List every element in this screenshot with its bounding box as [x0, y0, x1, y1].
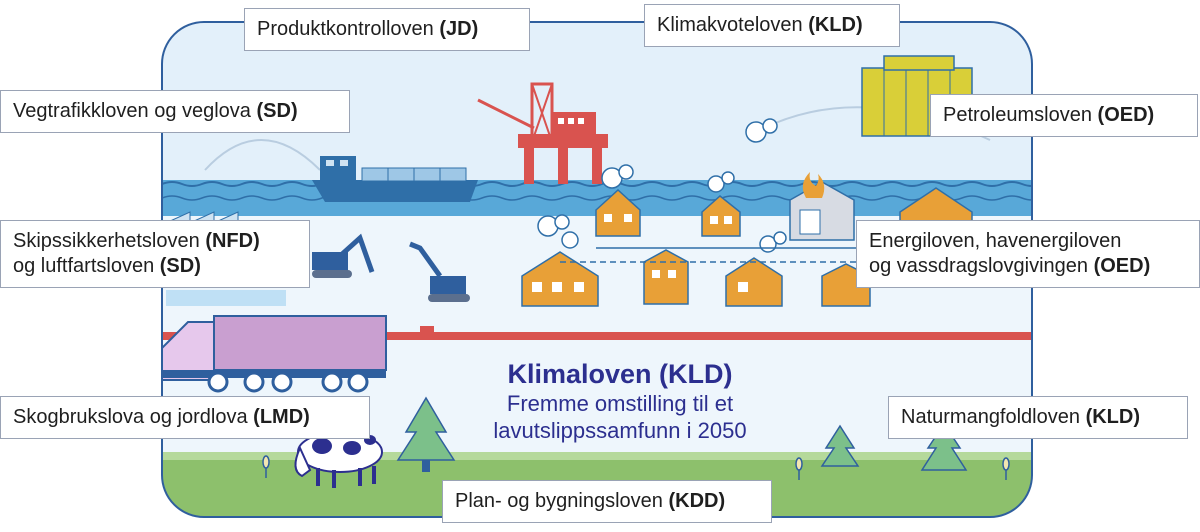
ministry-code: (OED)	[1097, 104, 1155, 126]
power-station	[789, 172, 855, 241]
central-title-block: Klimaloven (KLD) Fremme omstilling til e…	[420, 358, 820, 444]
wheat	[262, 455, 1010, 480]
pipeline-valve	[420, 326, 434, 336]
tree	[396, 396, 456, 472]
label-produktkontrolloven: Produktkontrolloven (JD)	[244, 8, 530, 51]
law-name: Produktkontrolloven	[257, 18, 434, 40]
law-name: Naturmangfoldloven	[901, 406, 1080, 428]
subtitle-line: lavutslippssamfunn i 2050	[493, 418, 747, 443]
grass	[162, 452, 1032, 460]
label-plan-og-bygningsloven: Plan- og bygningsloven (KDD)	[442, 480, 772, 523]
excavator	[312, 233, 375, 278]
oil-platform	[477, 82, 608, 184]
label-naturmangfoldloven: Naturmangfoldloven (KLD)	[888, 396, 1188, 439]
ministry-code: (LMD)	[253, 406, 310, 428]
law-name: og vassdragslovgivingen	[869, 255, 1089, 277]
house	[643, 249, 689, 305]
label-energiloven: Energiloven, havenergiloven og vassdrags…	[856, 220, 1200, 288]
sea-wave	[162, 195, 1032, 201]
tree	[820, 424, 860, 467]
ministry-code: (SD)	[159, 255, 201, 277]
ministry-code: (SD)	[256, 100, 298, 122]
ministry-code: (JD)	[439, 18, 479, 40]
main-title: Klimaloven (KLD)	[507, 359, 733, 389]
tree	[920, 422, 968, 471]
hill-outline	[204, 139, 321, 171]
cargo-ship	[312, 156, 478, 202]
law-name: Energiloven, havenergiloven	[869, 230, 1122, 252]
pipeline	[162, 332, 1032, 340]
label-vegtrafikkloven: Vegtrafikkloven og veglova (SD)	[0, 90, 350, 133]
ministry-code: (KLD)	[808, 14, 863, 36]
excavator	[409, 241, 470, 302]
ministry-code: (NFD)	[205, 230, 260, 252]
subtitle-line: Fremme omstilling til et	[506, 391, 734, 416]
law-name: Vegtrafikkloven og veglova	[13, 100, 251, 122]
house	[595, 188, 641, 237]
label-petroleumsloven: Petroleumsloven (OED)	[930, 94, 1198, 137]
ministry-code: (KLD)	[1085, 406, 1140, 428]
law-name: og luftfartsloven	[13, 255, 155, 277]
house	[725, 257, 783, 307]
law-name: Petroleumsloven	[943, 104, 1092, 126]
house	[701, 195, 741, 237]
ministry-code: (KDD)	[668, 490, 726, 512]
label-skipssikkerhetsloven: Skipssikkerhetsloven (NFD) og luftfartsl…	[0, 220, 310, 288]
law-name: Skogbrukslova og jordlova	[13, 406, 248, 428]
truck	[162, 315, 387, 393]
law-name: Plan- og bygningsloven	[455, 490, 663, 512]
house	[521, 251, 599, 307]
ministry-code: (OED)	[1093, 255, 1151, 277]
law-name: Klimakvoteloven	[657, 14, 803, 36]
law-name: Skipssikkerhetsloven	[13, 230, 200, 252]
label-skogbrukslova: Skogbrukslova og jordlova (LMD)	[0, 396, 370, 439]
label-klimakvoteloven: Klimakvoteloven (KLD)	[644, 4, 900, 47]
smoke	[537, 118, 787, 253]
